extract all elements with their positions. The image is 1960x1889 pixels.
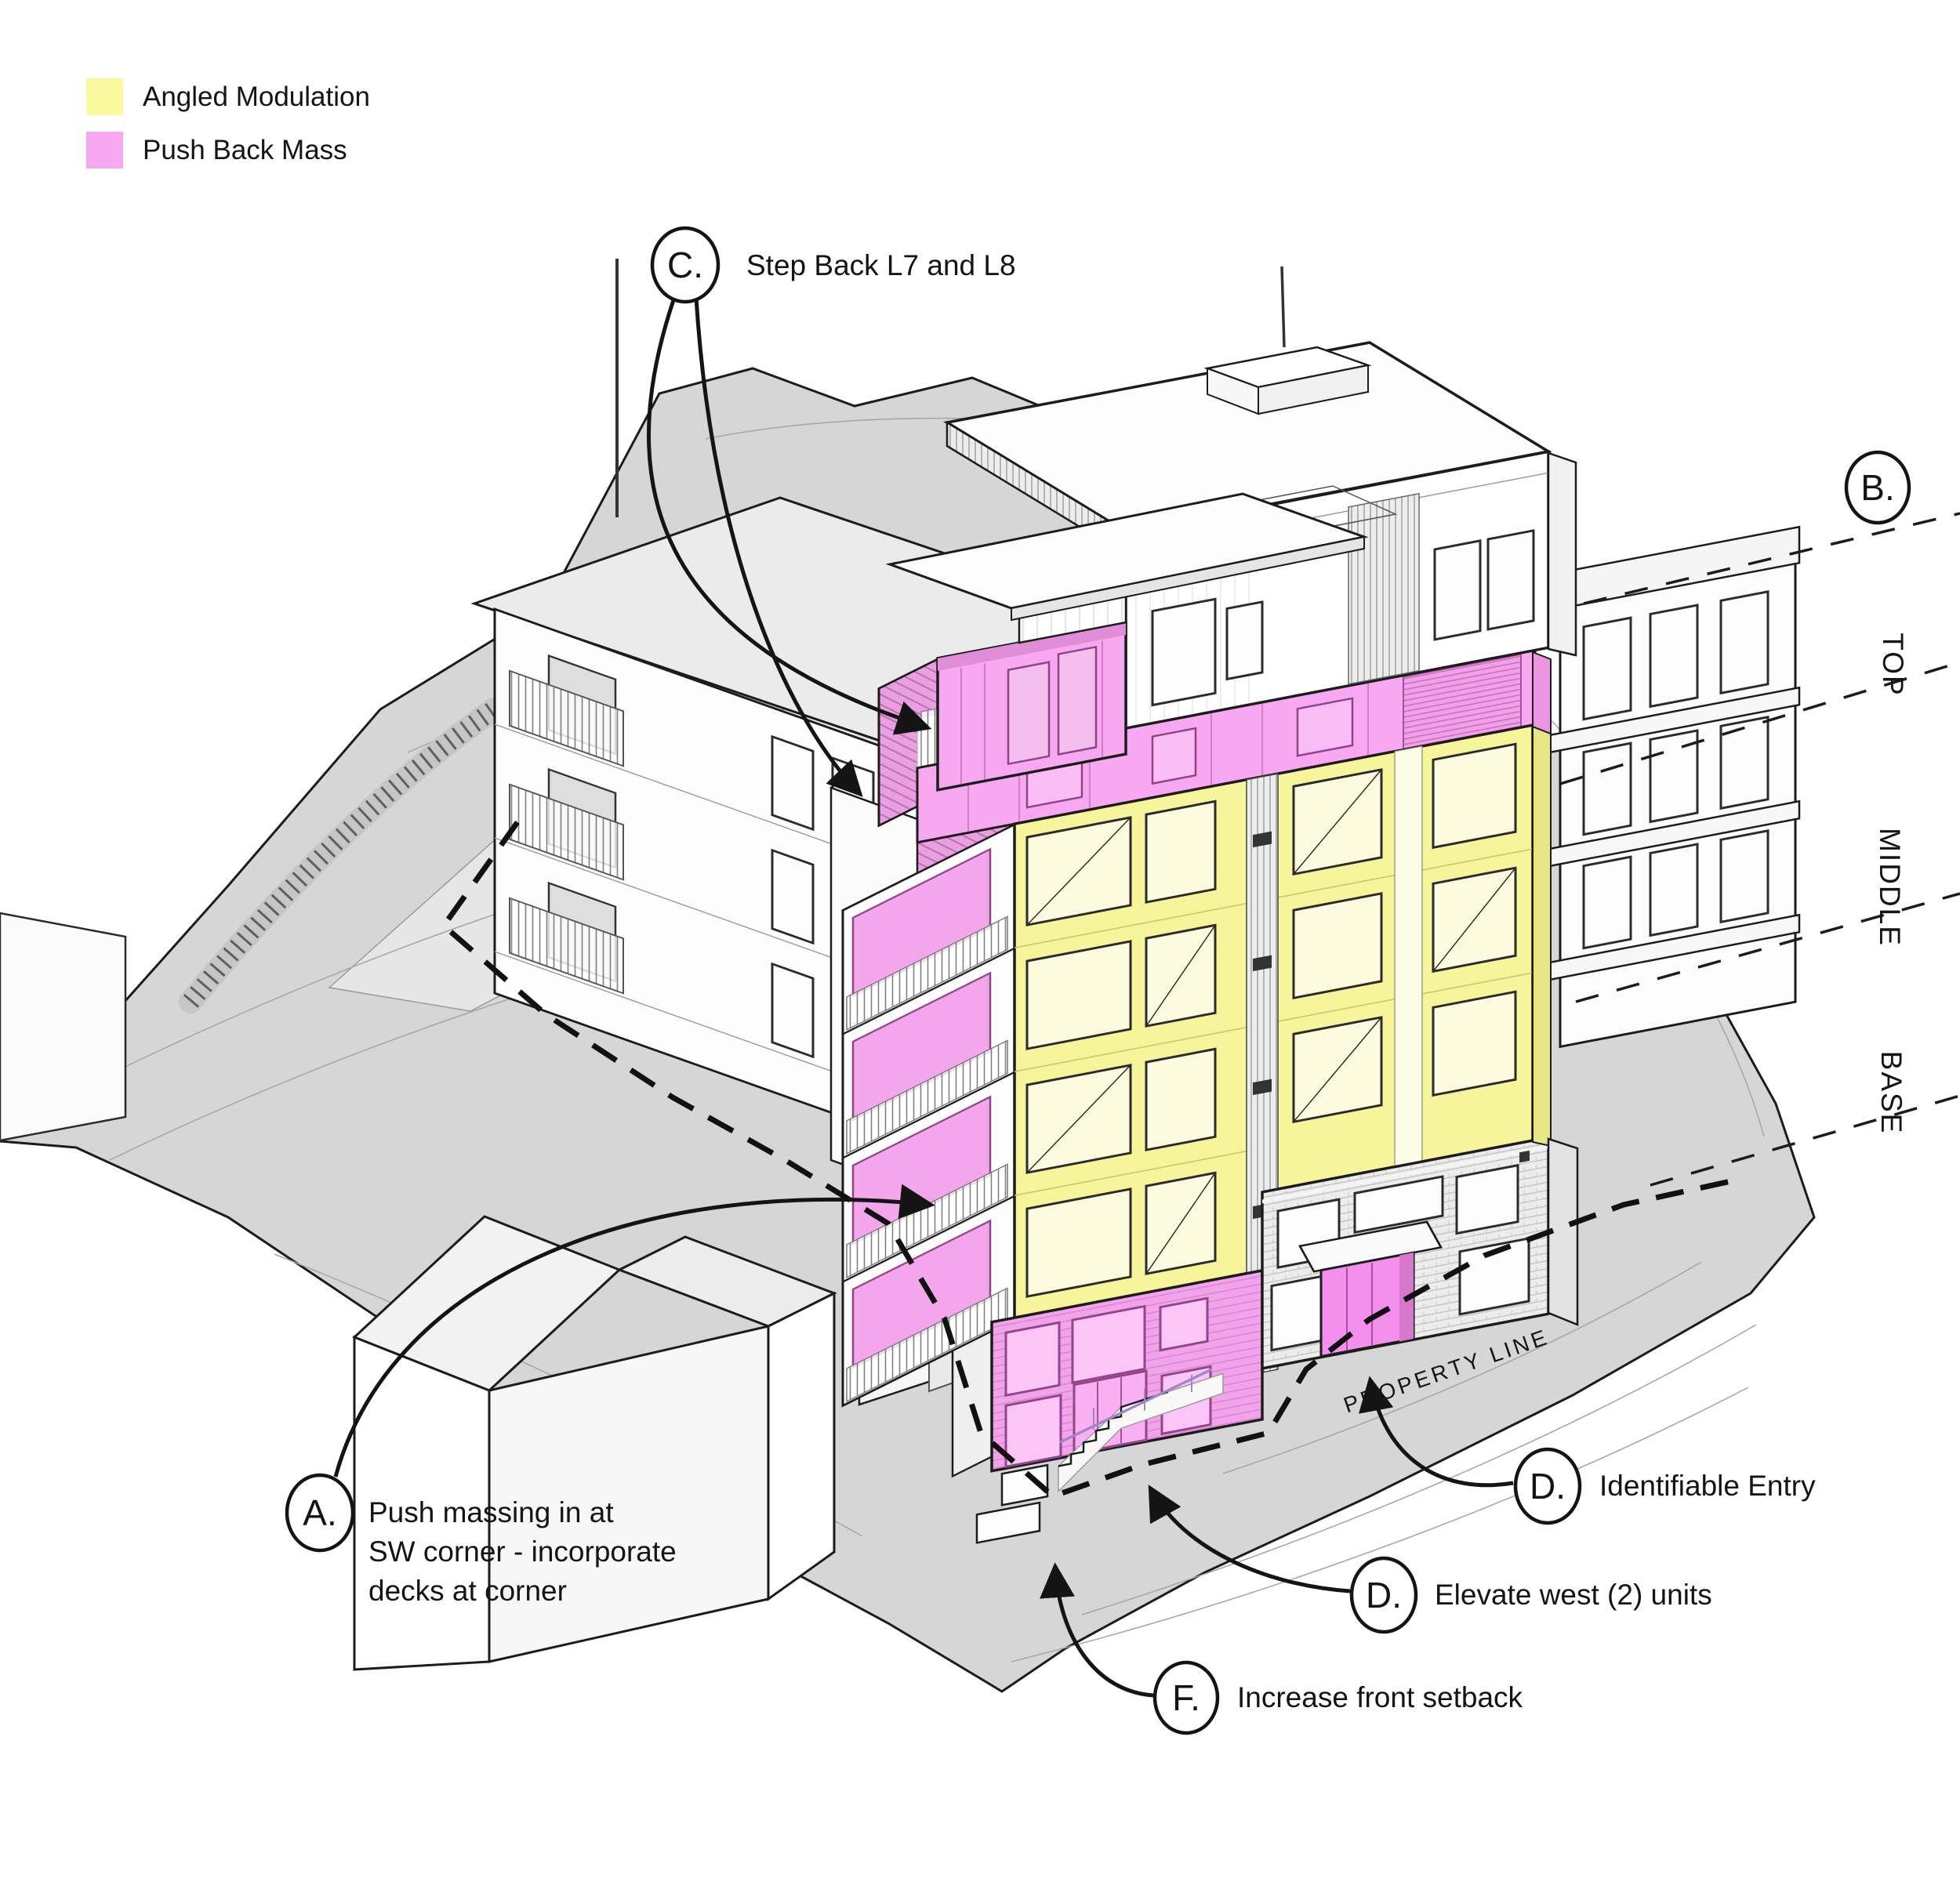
base-return bbox=[1547, 1137, 1579, 1326]
top-volume-return bbox=[1547, 451, 1577, 657]
annotation-d2: D. Elevate west (2) units bbox=[1349, 1556, 1712, 1634]
annotation-d1-circle bbox=[1513, 1447, 1582, 1525]
annotation-f-letter: F. bbox=[1172, 1677, 1200, 1718]
main-building-west-facade bbox=[841, 657, 1016, 1478]
annotation-a: A. Push massing in at SW corner - incorp… bbox=[285, 1473, 684, 1607]
annotation-a-letter: A. bbox=[303, 1492, 336, 1533]
leader-arrow-f bbox=[1040, 1562, 1154, 1698]
zone-label-middle: MIDDLE bbox=[1874, 828, 1906, 947]
legend: Angled Modulation Push Back Mass bbox=[86, 78, 370, 169]
main-building-returns bbox=[1532, 451, 1579, 1326]
planter bbox=[1000, 1463, 1049, 1506]
leader-arrows bbox=[333, 297, 1514, 1698]
right-background-building bbox=[1492, 525, 1801, 1049]
angled-modulation-midrise bbox=[1013, 723, 1534, 1376]
band-return bbox=[1532, 651, 1552, 735]
penthouse bbox=[1203, 346, 1372, 415]
retaining-wall bbox=[0, 912, 127, 1142]
annotation-d2-letter: D. bbox=[1366, 1575, 1402, 1615]
white-pilaster bbox=[1394, 745, 1423, 1168]
annotation-b: B. bbox=[1844, 450, 1911, 525]
property-line bbox=[440, 820, 1739, 1499]
annotation-d1-label: Identifiable Entry bbox=[1599, 1470, 1816, 1502]
zone-line-4 bbox=[1650, 1094, 1960, 1187]
leader-arrow-c2 bbox=[694, 297, 863, 797]
legend-label-push-back-mass: Push Back Mass bbox=[143, 135, 347, 165]
west-balcony-insets bbox=[846, 847, 1008, 1403]
overhang-slab bbox=[885, 492, 1369, 622]
planter bbox=[975, 1501, 1041, 1544]
hill-staircase bbox=[179, 698, 506, 1013]
zone-line-1 bbox=[1583, 512, 1960, 605]
entry-stairs bbox=[975, 1368, 1224, 1544]
zone-label-top: TOP bbox=[1877, 633, 1909, 696]
push-back-base bbox=[990, 1268, 1264, 1473]
leader-arrow-c1 bbox=[647, 297, 932, 735]
main-entry bbox=[1298, 1220, 1443, 1358]
annotation-d2-circle bbox=[1349, 1556, 1418, 1634]
annotation-c: C. Step Back L7 and L8 bbox=[650, 226, 1016, 304]
annotation-f-circle bbox=[1152, 1660, 1220, 1735]
left-building-balconies bbox=[509, 654, 624, 995]
house-wall-south-2 bbox=[767, 1291, 836, 1601]
zone-label-base: BASE bbox=[1875, 1051, 1907, 1135]
entry-canopy bbox=[1298, 1220, 1443, 1273]
zone-dashed-lines bbox=[1559, 512, 1960, 1187]
zone-labels: TOP MIDDLE BASE bbox=[1874, 633, 1909, 1134]
yellow-return bbox=[1532, 725, 1552, 1148]
annotation-a-circle bbox=[285, 1473, 355, 1553]
right-building-windows bbox=[1582, 590, 1769, 950]
small-house bbox=[352, 1215, 837, 1671]
leader-arrow-d2 bbox=[1148, 1485, 1351, 1594]
annotation-d2-label: Elevate west (2) units bbox=[1435, 1579, 1712, 1611]
annotation-c-circle bbox=[650, 226, 720, 304]
zone-line-2 bbox=[1559, 661, 1960, 785]
right-building-slabs bbox=[1492, 686, 1801, 992]
brick-base bbox=[1261, 1136, 1550, 1370]
l7-pink-box bbox=[936, 620, 1127, 792]
leader-arrow-d1 bbox=[1359, 1376, 1514, 1488]
annotation-b-letter: B. bbox=[1860, 467, 1894, 508]
annotation-b-circle bbox=[1844, 450, 1911, 525]
annotation-c-label: Step Back L7 and L8 bbox=[746, 249, 1016, 281]
annotation-f-label: Increase front setback bbox=[1237, 1681, 1523, 1713]
yellow-windows bbox=[1025, 742, 1517, 1298]
roof-antenna bbox=[1280, 266, 1286, 348]
legend-swatch-push-back-mass bbox=[86, 132, 123, 169]
annotation-d1-letter: D. bbox=[1530, 1466, 1566, 1506]
annotation-a-label: Push massing in at SW corner - incorpora… bbox=[368, 1496, 684, 1607]
main-building-roof bbox=[885, 266, 1552, 622]
annotation-f: F. Increase front setback bbox=[1152, 1660, 1523, 1735]
annotation-d1: D. Identifiable Entry bbox=[1513, 1447, 1816, 1525]
legend-label-angled-modulation: Angled Modulation bbox=[143, 82, 370, 112]
annotation-c-letter: C. bbox=[667, 245, 703, 285]
legend-swatch-angled-modulation bbox=[86, 78, 123, 115]
leader-arrow-a bbox=[333, 1184, 935, 1477]
